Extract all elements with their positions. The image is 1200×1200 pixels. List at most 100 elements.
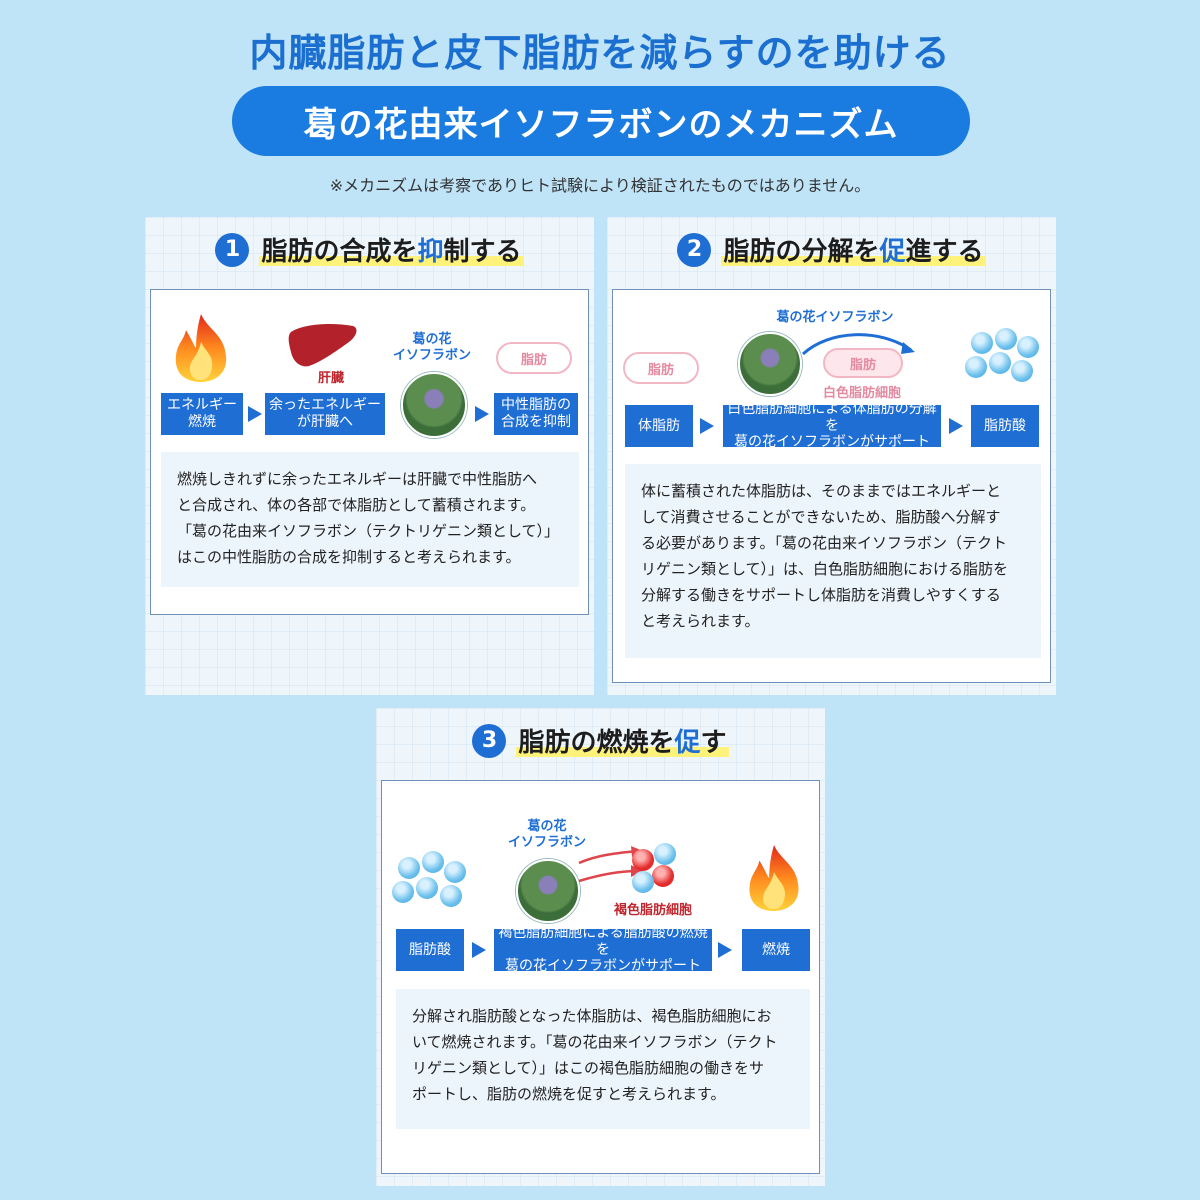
description-line: 体に蓄積された体脂肪は、そのままではエネルギーと <box>641 482 1002 500</box>
diagram-card: 葛の花イソフラボン 脂肪 脂肪 白色脂肪細胞 体脂肪 白色脂肪細胞による体脂肪の… <box>612 289 1051 683</box>
kudzu-flower-image <box>516 859 580 923</box>
liver-label: 肝臓 <box>318 371 345 386</box>
brown-fat-cell-icon <box>632 843 692 893</box>
box-label: 体脂肪 <box>638 417 680 434</box>
box-line: 褐色脂肪細胞による脂肪酸の燃焼を <box>498 924 708 958</box>
panel-title-text: 脂肪の分解を促進する <box>721 231 986 268</box>
breakdown-support-box: 白色脂肪細胞による体脂肪の分解を葛の花イソフラボンがサポート <box>723 401 941 451</box>
panel-fat-synthesis: 1 脂肪の合成を抑制する 肝臓 葛の花イソフラボン 脂肪 エネルギー燃焼 余った… <box>145 217 594 695</box>
brown-fat-cell-label: 褐色脂肪細胞 <box>614 903 693 918</box>
box-line: が肝臓へ <box>297 414 353 430</box>
surplus-energy-box: 余ったエネルギーが肝臓へ <box>265 393 385 435</box>
kudzu-flower-image <box>401 372 467 438</box>
flower-label: 葛の花イソフラボン <box>776 310 894 325</box>
step-number-badge: 2 <box>677 232 712 267</box>
burning-support-box: 褐色脂肪細胞による脂肪酸の燃焼を葛の花イソフラボンがサポート <box>494 925 712 975</box>
flower-label-line: イソフラボン <box>507 835 586 851</box>
cloud-label: 脂肪 <box>647 362 674 378</box>
description-line: 燃焼しきれずに余ったエネルギーは肝臓で中性脂肪へ <box>177 470 538 488</box>
description-text: 分解され脂肪酸となった体脂肪は、褐色脂肪細胞にお いて燃焼されます。「葛の花由来… <box>396 989 810 1129</box>
flower-label-line: イソフラボン <box>392 348 471 364</box>
flower-label: 葛の花イソフラボン <box>502 819 592 852</box>
fatty-acid-box: 脂肪酸 <box>971 405 1039 447</box>
flow-arrow <box>949 418 963 434</box>
arrow-curve-icon <box>801 333 915 356</box>
box-line: 中性脂肪の <box>501 397 571 414</box>
flower-label-line: 葛の花 <box>527 819 567 834</box>
box-label: 燃焼 <box>762 941 790 958</box>
description-text: 体に蓄積された体脂肪は、そのままではエネルギーと して消費させることができないた… <box>625 464 1041 658</box>
kudzu-flower-image <box>738 332 802 396</box>
box-line: 余ったエネルギー <box>269 397 381 414</box>
disclaimer-note: ※メカニズムは考察でありヒト試験により検証されたものではありません。 <box>329 176 871 195</box>
description-line: 分解され脂肪酸となった体脂肪は、褐色脂肪細胞にお <box>412 1007 772 1025</box>
box-line: 白色脂肪細胞による体脂肪の分解を <box>727 400 937 434</box>
title-part: 脂肪の合成を <box>261 237 418 267</box>
box-line: エネルギー <box>167 397 237 414</box>
flow-arrow <box>700 418 714 434</box>
box-label: 脂肪酸 <box>409 941 451 958</box>
body-fat-box: 体脂肪 <box>625 405 693 447</box>
description-line: と合成され、体の各部で体脂肪として蓄積されます。 <box>177 496 536 514</box>
panel-fat-breakdown: 2 脂肪の分解を促進する 葛の花イソフラボン 脂肪 脂肪 白色脂肪細胞 体脂肪 … <box>607 217 1056 695</box>
panel-title-text: 脂肪の燃焼を促す <box>516 722 729 759</box>
description-line: リゲニン類として）」はこの褐色脂肪細胞の働きをサ <box>412 1059 765 1077</box>
cloud-label: 脂肪 <box>849 357 876 373</box>
box-line: 合成を抑制 <box>501 414 571 430</box>
flow-arrow <box>718 942 732 958</box>
panel-title: 1 脂肪の合成を抑制する <box>145 231 594 268</box>
panel-fat-burning: 3 脂肪の燃焼を促す 葛の花イソフラボン 褐色脂肪細胞 脂肪酸 <box>376 708 825 1186</box>
synthesis-inhibit-box: 中性脂肪の合成を抑制 <box>494 393 578 435</box>
fat-cloud-icon: 脂肪 <box>496 342 572 374</box>
step-number-badge: 3 <box>472 723 507 758</box>
flame-icon <box>175 314 227 382</box>
box-line: 葛の花イソフラボンがサポート <box>734 434 930 451</box>
description-line: 分解する働きをサポートし体脂肪を消費しやすくする <box>641 586 1001 604</box>
fat-cloud-icon: 脂肪 <box>623 352 699 384</box>
flame-icon <box>749 844 799 912</box>
panel-title: 3 脂肪の燃焼を促す <box>376 722 825 759</box>
description-line: 「葛の花由来イソフラボン（テクトリゲニン類として）」 <box>177 522 560 540</box>
page-headline: 内臓脂肪と皮下脂肪を減らすのを助ける <box>249 31 951 75</box>
step-number-badge: 1 <box>215 232 250 267</box>
description-line: して消費させることができないため、脂肪酸へ分解す <box>641 508 1001 526</box>
box-label: 脂肪酸 <box>984 417 1026 434</box>
flower-label: 葛の花イソフラボン <box>389 332 475 365</box>
flow-arrow <box>475 406 489 422</box>
mechanism-title-text: 葛の花由来イソフラボンのメカニズム <box>303 104 899 145</box>
burning-box: 燃焼 <box>742 929 810 971</box>
flow-arrow <box>248 406 262 422</box>
box-line: 葛の花イソフラボンがサポート <box>505 958 701 975</box>
title-part: す <box>700 728 727 758</box>
description-line: リゲニン類として）」は、白色脂肪細胞における脂肪を <box>641 560 1009 578</box>
description-line: と考えられます。 <box>641 612 760 630</box>
cloud-label: 脂肪 <box>520 352 547 368</box>
white-fat-cell-label: 白色脂肪細胞 <box>823 386 902 401</box>
title-part: 脂肪の分解を <box>723 237 880 267</box>
fatty-acid-box: 脂肪酸 <box>396 929 464 971</box>
title-part: 制する <box>443 237 522 267</box>
white-fat-cell-icon: 脂肪 <box>823 348 903 378</box>
description-line: る必要があります。「葛の花由来イソフラボン（テクト <box>641 534 1008 552</box>
mechanism-title-pill: 葛の花由来イソフラボンのメカニズム <box>232 86 970 156</box>
title-part: 脂肪の燃焼を <box>518 728 675 758</box>
fatty-acid-icon <box>392 851 472 913</box>
description-line: いて燃焼されます。「葛の花由来イソフラボン（テクト <box>412 1033 778 1051</box>
diagram-card: 葛の花イソフラボン 褐色脂肪細胞 脂肪酸 褐色脂肪細胞による脂肪酸の燃焼を葛の花… <box>381 780 820 1174</box>
flower-label-line: 葛の花 <box>412 332 452 347</box>
panel-title: 2 脂肪の分解を促進する <box>607 231 1056 268</box>
description-text: 燃焼しきれずに余ったエネルギーは肝臓で中性脂肪へ と合成され、体の各部で体脂肪と… <box>161 452 579 587</box>
box-line: 燃焼 <box>188 414 216 430</box>
energy-burn-box: エネルギー燃焼 <box>161 393 243 435</box>
fatty-acid-icon <box>965 328 1045 388</box>
liver-icon <box>288 324 357 367</box>
panel-title-text: 脂肪の合成を抑制する <box>259 231 524 268</box>
title-highlight: 促 <box>879 237 906 267</box>
diagram-card: 肝臓 葛の花イソフラボン 脂肪 エネルギー燃焼 余ったエネルギーが肝臓へ 中性脂… <box>150 289 589 615</box>
description-line: はこの中性脂肪の合成を抑制すると考えられます。 <box>177 548 521 566</box>
title-part: 進する <box>905 237 984 267</box>
flow-arrow <box>472 942 486 958</box>
title-highlight: 促 <box>674 728 701 758</box>
title-highlight: 抑 <box>417 237 444 267</box>
description-line: ポートし、脂肪の燃焼を促すと考えられます。 <box>412 1085 726 1103</box>
